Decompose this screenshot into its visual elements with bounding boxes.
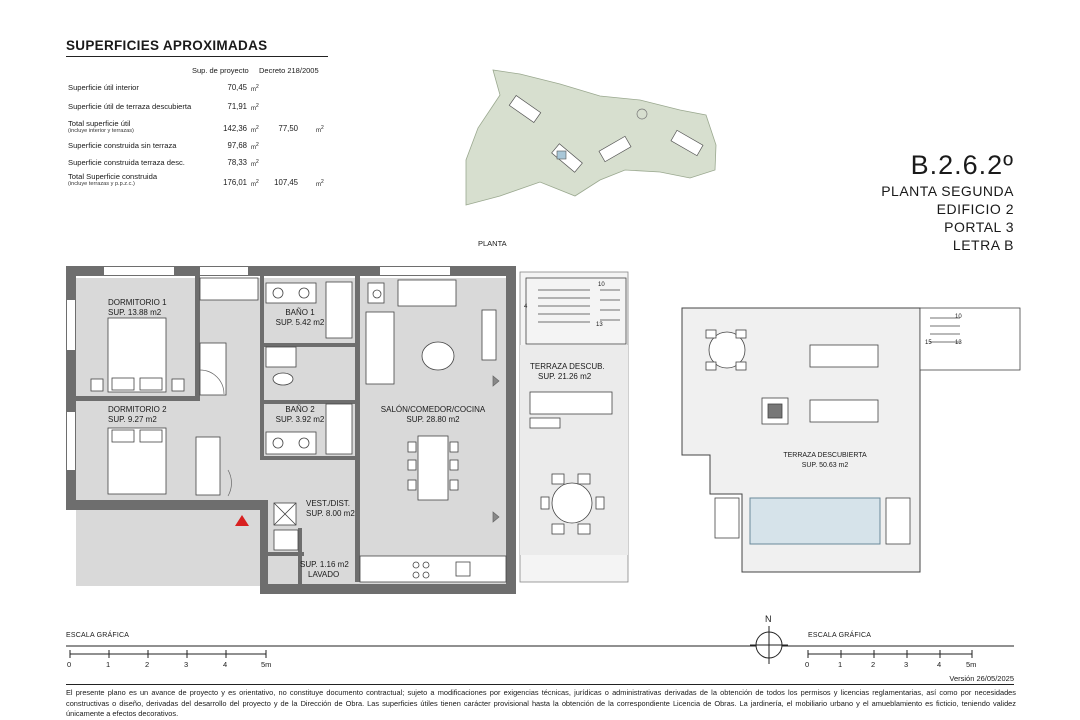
stair-number: 10 xyxy=(955,314,962,320)
area-row-value: 97,68 xyxy=(227,141,247,150)
disclaimer-text: El presente plano es un avance de proyec… xyxy=(66,688,1016,718)
scale-tick: 3 xyxy=(184,660,189,669)
room-name: SALÓN/COMEDOR/COCINA xyxy=(380,405,486,414)
room-vestibulo: VEST./DIST. SUP. 8.00 m2 xyxy=(306,499,355,519)
plan-label: PLANTA xyxy=(478,239,507,248)
floor-name: PLANTA SEGUNDA xyxy=(881,183,1014,199)
area-unit: m2 xyxy=(251,125,259,134)
scale-title-right: ESCALA GRÁFICA xyxy=(808,632,872,639)
area-row-label: Superficie útil interior xyxy=(68,83,139,92)
area-unit: m2 xyxy=(251,179,259,188)
scale-tick: 1 xyxy=(106,660,111,669)
entry-marker xyxy=(235,515,249,526)
areas-title: SUPERFICIES APROXIMADAS xyxy=(66,38,268,53)
stair-number: 13 xyxy=(955,340,962,346)
roof-terrace-label: TERRAZA DESCUBIERTA SUP. 50.63 m2 xyxy=(760,451,890,471)
stair-number: 10 xyxy=(598,282,605,288)
stair-number: 13 xyxy=(596,322,603,328)
room-area: SUP. 21.26 m2 xyxy=(538,372,592,381)
room-name: DORMITORIO 2 xyxy=(108,405,167,414)
scale-bar-right xyxy=(807,650,973,658)
area-row-note: (incluye interior y terrazas) xyxy=(68,128,134,134)
scale-tick: 0 xyxy=(805,660,810,669)
room-name: TERRAZA DESCUBIERTA xyxy=(783,452,867,459)
area-unit: m2 xyxy=(316,179,324,188)
north-label: N xyxy=(765,614,772,624)
room-area: SUP. 13.88 m2 xyxy=(108,308,162,317)
area-row-decreto: 107,45 xyxy=(274,178,298,187)
room-area: SUP. 50.63 m2 xyxy=(801,462,849,469)
selected-unit-marker xyxy=(556,150,567,160)
area-row-label: Total Superficie construida xyxy=(68,172,158,181)
area-row-decreto: 77,50 xyxy=(278,124,298,133)
room-name: TERRAZA DESCUB. xyxy=(530,362,605,371)
room-terraza: TERRAZA DESCUB. SUP. 21.26 m2 xyxy=(530,362,605,382)
site-key-plan xyxy=(465,69,717,206)
scale-bar-left xyxy=(66,645,1014,658)
room-bano-1: BAÑO 1 SUP. 5.42 m2 xyxy=(270,308,330,328)
scale-tick: 5m xyxy=(261,660,272,669)
room-area: SUP. 5.42 m2 xyxy=(275,318,325,327)
building-name: EDIFICIO 2 xyxy=(936,201,1014,217)
area-unit: m2 xyxy=(251,84,259,93)
area-unit: m2 xyxy=(316,125,324,134)
room-area: SUP. 9.27 m2 xyxy=(108,415,157,424)
scale-tick: 1 xyxy=(838,660,843,669)
scale-title-left: ESCALA GRÁFICA xyxy=(66,632,130,639)
roof-plan xyxy=(681,307,1021,573)
room-area: SUP. 8.00 m2 xyxy=(306,509,355,518)
room-name: LAVADO xyxy=(308,570,340,579)
floor-plan xyxy=(66,266,629,594)
area-row-value: 176,01 xyxy=(223,178,247,187)
room-name: VEST./DIST. xyxy=(306,499,351,508)
area-row-note: (incluye terrazas y p.p.z.c.) xyxy=(68,181,135,187)
area-unit: m2 xyxy=(251,103,259,112)
room-dormitorio-1: DORMITORIO 1 SUP. 13.88 m2 xyxy=(108,298,167,318)
north-arrow-icon xyxy=(750,626,788,664)
room-lavado: SUP. 1.16 m2 LAVADO xyxy=(300,560,349,580)
scale-tick: 2 xyxy=(145,660,150,669)
scale-tick: 2 xyxy=(871,660,876,669)
area-row-label: Superficie construida sin terraza xyxy=(68,141,177,150)
area-row-value: 70,45 xyxy=(227,83,247,92)
room-area: SUP. 3.92 m2 xyxy=(275,415,325,424)
room-area: SUP. 1.16 m2 xyxy=(300,560,349,569)
room-name: BAÑO 1 xyxy=(285,308,315,317)
area-row-value: 71,91 xyxy=(227,102,247,111)
stair-number: 4 xyxy=(524,304,528,310)
room-dormitorio-2: DORMITORIO 2 SUP. 9.27 m2 xyxy=(108,405,167,425)
footer-rule xyxy=(66,684,1014,685)
col-header-decreto: Decreto 218/2005 xyxy=(259,66,319,75)
room-area: SUP. 28.80 m2 xyxy=(406,415,460,424)
area-unit: m2 xyxy=(251,159,259,168)
stair-number: 15 xyxy=(925,340,932,346)
col-header-proyecto: Sup. de proyecto xyxy=(192,66,249,75)
areas-title-rule xyxy=(66,56,328,57)
letter-name: LETRA B xyxy=(952,237,1014,253)
scale-tick: 4 xyxy=(937,660,942,669)
scale-tick: 4 xyxy=(223,660,228,669)
area-row-label: Total superficie útil xyxy=(68,119,131,128)
area-row-label: Superficie útil de terraza descubierta xyxy=(68,102,192,111)
area-row-value: 78,33 xyxy=(227,158,247,167)
room-name: BAÑO 2 xyxy=(285,405,315,414)
scale-tick: 0 xyxy=(67,660,72,669)
room-salon: SALÓN/COMEDOR/COCINA SUP. 28.80 m2 xyxy=(368,405,498,425)
portal-name: PORTAL 3 xyxy=(944,219,1014,235)
scale-tick: 5m xyxy=(966,660,977,669)
unit-code: B.2.6.2º xyxy=(910,150,1014,180)
room-name: DORMITORIO 1 xyxy=(108,298,167,307)
area-row-label: Superficie construida terraza desc. xyxy=(68,158,185,167)
scale-tick: 3 xyxy=(904,660,909,669)
area-row-value: 142,36 xyxy=(223,124,247,133)
area-unit: m2 xyxy=(251,142,259,151)
room-bano-2: BAÑO 2 SUP. 3.92 m2 xyxy=(270,405,330,425)
version-label: Versión 26/05/2025 xyxy=(949,674,1014,683)
